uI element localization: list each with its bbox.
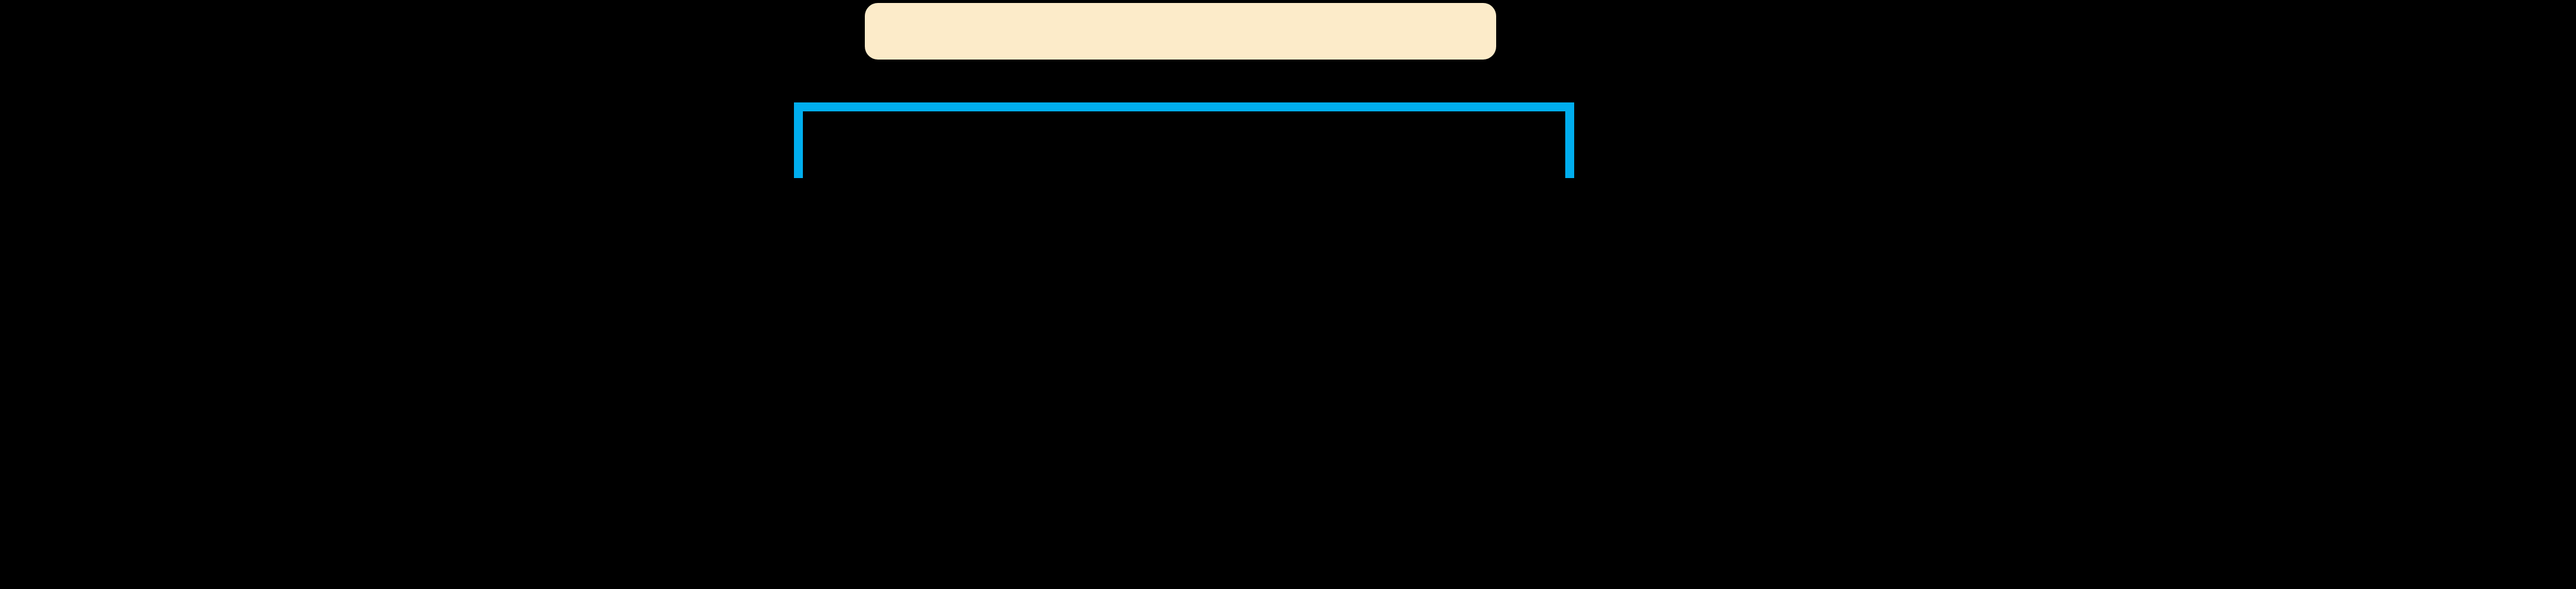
bracket-top-bar (794, 102, 1574, 111)
bracket-right-leg (1565, 102, 1574, 178)
bracket-left-leg (794, 102, 803, 178)
support-bracket (794, 102, 1574, 178)
process-flow (0, 145, 2576, 303)
support-callout (865, 3, 1496, 60)
